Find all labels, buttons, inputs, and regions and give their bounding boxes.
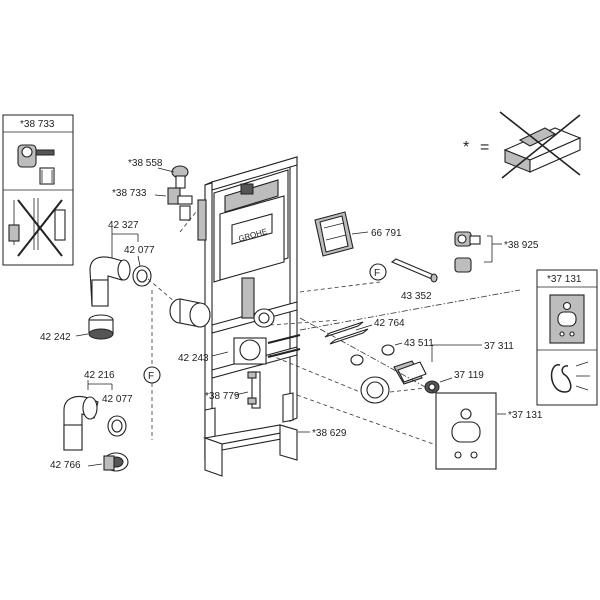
label-42766: 42 766 (50, 460, 81, 471)
sleeve-42766 (103, 452, 129, 472)
installation-frame: GROHE (197, 156, 301, 461)
sleeve-43511 (350, 344, 395, 366)
seal-42077-bottom (107, 415, 127, 437)
bend-42216 (63, 395, 99, 451)
legend-not-included: * = (463, 111, 582, 179)
floor-bracket-38629 (202, 424, 298, 477)
pipe-42243 (169, 298, 211, 328)
inset-box-37131: *37 131 (536, 269, 598, 406)
crossed-out-part-icon (8, 198, 66, 257)
wall-bracket-38558 (171, 165, 189, 189)
seal-42077-top (132, 265, 152, 287)
f-marker-bends-text: F (148, 371, 154, 382)
wall-bracket-38733 (167, 187, 193, 221)
seal-37119 (424, 380, 440, 394)
label-37131-inset: *37 131 (547, 274, 582, 285)
label-66791: 66 791 (371, 228, 402, 239)
label-42243: 42 243 (178, 353, 209, 364)
bolt-set-42764 (324, 321, 369, 345)
f-marker-rod (369, 263, 387, 281)
label-42764: 42 764 (374, 318, 405, 329)
label-42077-top: 42 077 (124, 245, 155, 256)
label-38733-inset: *38 733 (20, 119, 55, 130)
label-38558: *38 558 (128, 158, 163, 169)
cover-plate-66791 (314, 211, 354, 257)
label-43352: 43 352 (401, 291, 432, 302)
pan-connector (253, 308, 275, 328)
label-42216: 42 216 (84, 370, 115, 381)
label-38733: *38 733 (112, 188, 147, 199)
ear-noise-icon (550, 361, 590, 393)
label-38925: *38 925 (504, 240, 539, 251)
label-42242: 42 242 (40, 332, 71, 343)
inset-box-38733: *38 733 (2, 114, 74, 266)
bracket-38925 (454, 231, 481, 273)
package-crossed-icon (499, 111, 582, 179)
label-38779: *38 779 (205, 391, 240, 402)
label-37311: 37 311 (484, 341, 514, 352)
label-37119: 37 119 (454, 370, 484, 381)
legend-equals: = (480, 139, 489, 156)
soundproof-plate-icon (549, 294, 585, 344)
label-42077-bottom: 42 077 (102, 394, 133, 405)
bend-42327 (89, 256, 131, 307)
rod-43352 (390, 258, 438, 283)
soundproof-plate-37131 (435, 392, 497, 470)
bracket-part-icon (17, 144, 55, 185)
label-38629: *38 629 (312, 428, 347, 439)
legend-star: * (463, 139, 469, 156)
sleeve-42242 (88, 314, 114, 340)
label-42327: 42 327 (108, 220, 139, 231)
connector-37311 (360, 360, 427, 404)
bracket-38779 (247, 371, 261, 409)
label-43511: 43 511 (404, 338, 434, 349)
f-marker-rod-text: F (374, 268, 380, 279)
label-37131: *37 131 (508, 410, 543, 421)
